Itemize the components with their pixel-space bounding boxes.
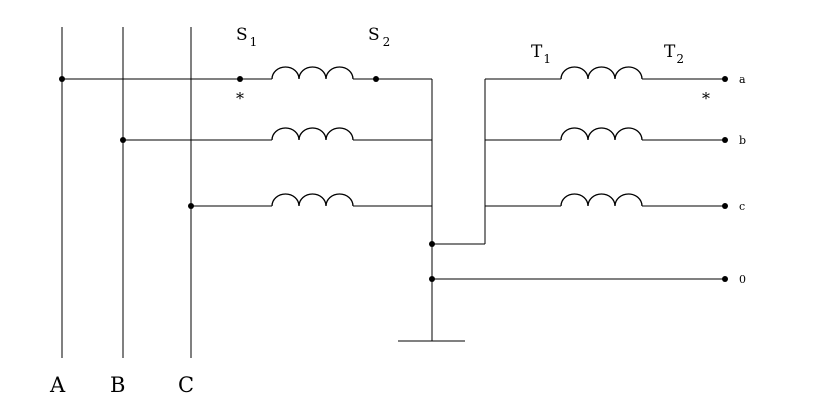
output-label-c: c: [739, 200, 745, 213]
junction-dot-b: [120, 137, 126, 143]
phase-label-b: B: [110, 373, 125, 397]
junction-dot-star: [429, 241, 435, 247]
primary-winding-b: [123, 127, 432, 141]
output-dot-b: [722, 137, 728, 143]
secondary-winding-c: [485, 193, 725, 207]
polarity-mark-secondary: *: [702, 89, 710, 108]
phase-label-c: C: [178, 373, 194, 397]
secondary-winding-a: [485, 66, 725, 80]
output-label-b: b: [739, 134, 746, 147]
output-dot-c: [722, 203, 728, 209]
junction-dot-a: [59, 76, 65, 82]
label-t2: T2: [664, 42, 684, 66]
junction-dot-neutral: [429, 276, 435, 282]
phase-label-a: A: [49, 373, 66, 397]
polarity-mark-primary: *: [236, 89, 244, 108]
output-dot-a: [722, 76, 728, 82]
terminal-dot-s1: [237, 76, 243, 82]
primary-winding-c: [191, 193, 432, 207]
output-dot-0: [722, 276, 728, 282]
label-t1: T1: [531, 42, 551, 66]
terminal-dot-s2: [373, 76, 379, 82]
output-label-0: 0: [739, 273, 746, 286]
junction-dot-c: [188, 203, 194, 209]
output-label-a: a: [739, 73, 746, 86]
secondary-winding-b: [485, 127, 725, 141]
